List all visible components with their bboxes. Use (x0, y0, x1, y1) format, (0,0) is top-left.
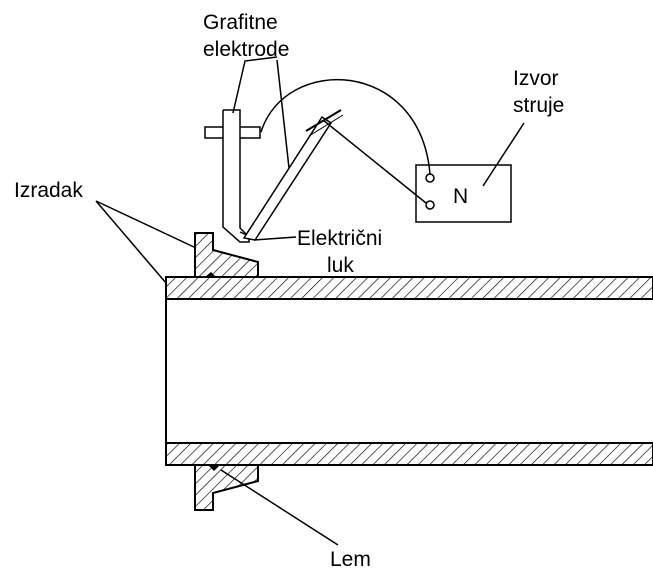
flange-top-section (194, 232, 259, 278)
label-grafitne-line1: Grafitne (203, 11, 278, 34)
solder (205, 272, 220, 471)
leader-lem (220, 469, 339, 546)
leader-elektricni (253, 236, 297, 241)
power-source-symbol: N (453, 185, 468, 208)
leader-lines (95, 56, 525, 546)
label-izvor-line1: Izvor (513, 67, 559, 90)
leader-grafitne-2 (276, 59, 290, 169)
terminal-upper (425, 173, 435, 183)
solder-bottom (208, 465, 220, 471)
flange (194, 232, 259, 511)
leader-izradak-flange (95, 200, 197, 249)
label-izradak: Izradak (14, 179, 83, 202)
label-lem: Lem (330, 548, 371, 571)
label-elektricni-line1: Električni (297, 227, 382, 250)
vertical-electrode (204, 109, 261, 243)
cable-vertical-electrode (260, 78, 431, 175)
flange-bottom-section (194, 464, 259, 511)
labels: Grafitne elektrode Izvor struje Izradak … (14, 11, 564, 571)
pipe-top-wall (165, 276, 653, 300)
label-grafitne-line2: elektrode (203, 38, 289, 61)
leader-grafitne (232, 56, 278, 114)
terminal-lower (425, 200, 435, 210)
label-elektricni-line2: luk (327, 254, 354, 277)
pipe-bottom-wall (165, 442, 653, 466)
leader-izvor (482, 122, 525, 187)
pipe (165, 276, 653, 466)
label-izvor-line2: struje (513, 94, 564, 117)
leader-izradak-pipe (95, 200, 167, 284)
inclined-electrode-clamp-2 (308, 114, 344, 137)
cables (260, 78, 431, 204)
cable-inclined-electrode (322, 119, 427, 204)
power-source: N (415, 164, 512, 223)
solder-top (205, 272, 216, 277)
